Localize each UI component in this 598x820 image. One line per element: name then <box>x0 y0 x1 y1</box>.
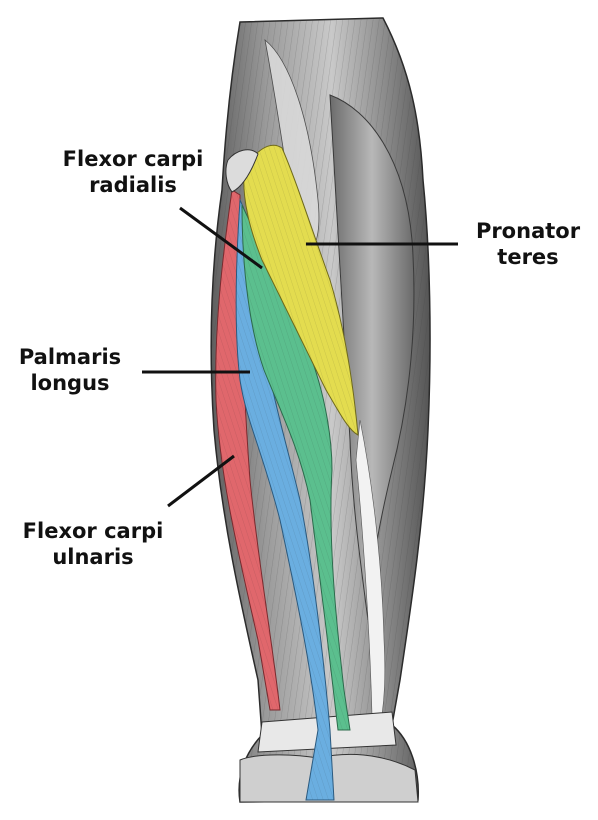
label-flexor-carpi-ulnaris: Flexor carpi ulnaris <box>22 519 164 569</box>
label-palmaris-longus: Palmaris longus <box>18 345 122 395</box>
label-flexor-carpi-radialis: Flexor carpi radialis <box>62 147 204 197</box>
medial-epicondyle <box>225 149 259 193</box>
leader-line-flexor-carpi-ulnaris <box>167 454 235 508</box>
medial-strip <box>355 419 386 716</box>
label-pronator-teres: Pronator teres <box>475 219 581 269</box>
leader-line-flexor-carpi-radialis <box>179 206 263 270</box>
